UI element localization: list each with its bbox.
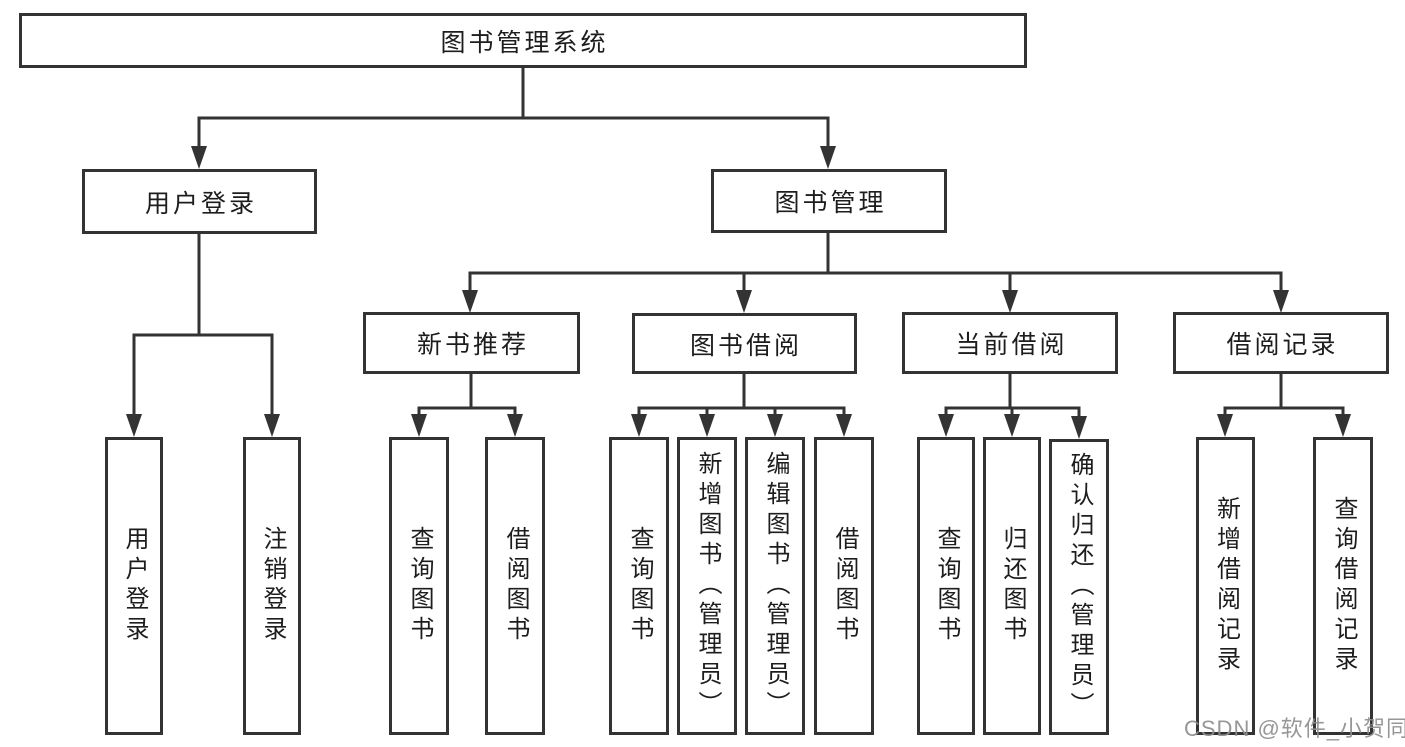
connector-borrow-records-group <box>1217 374 1351 437</box>
node-label: 编辑图书（管理员） <box>762 451 789 721</box>
leaf-user-login: 用户登录 <box>105 437 163 735</box>
leaf-confirm-return-admin: 确认归还（管理员） <box>1049 439 1109 735</box>
leaf-logout: 注销登录 <box>243 437 301 735</box>
node-label: 图书借阅 <box>689 331 802 360</box>
csdn-watermark: CSDN @软件_小贺同学 <box>1184 716 1405 741</box>
node-book-management: 图书管理 <box>711 169 947 233</box>
connector-book-management-to-level3 <box>462 232 1289 313</box>
leaf-query-books-2: 查询图书 <box>609 437 669 735</box>
node-current-borrow: 当前借阅 <box>902 312 1118 374</box>
leaf-borrow-books-2: 借阅图书 <box>814 437 874 735</box>
leaf-borrow-books-1: 借阅图书 <box>485 437 545 735</box>
leaf-edit-books-admin: 编辑图书（管理员） <box>745 437 805 735</box>
node-book-borrow: 图书借阅 <box>632 313 857 374</box>
node-label: 借阅记录 <box>1226 331 1339 359</box>
node-label: 用户登录 <box>121 526 148 646</box>
node-label: 当前借阅 <box>955 331 1068 359</box>
connector-root-to-level2 <box>191 68 836 169</box>
leaf-return-books: 归还图书 <box>983 437 1041 735</box>
node-label: 借阅图书 <box>502 526 529 646</box>
leaf-query-books-3: 查询图书 <box>917 437 975 735</box>
node-label: 查询借阅记录 <box>1330 496 1357 676</box>
node-new-book-recommend: 新书推荐 <box>363 312 580 374</box>
leaf-add-books-admin: 新增图书（管理员） <box>677 437 737 735</box>
node-label: 图书管理 <box>774 189 887 217</box>
connector-new-book-group <box>411 374 523 437</box>
node-root-library-management-system: 图书管理系统 <box>19 13 1027 68</box>
node-label: 用户登录 <box>144 189 257 218</box>
node-label: 新书推荐 <box>416 331 529 359</box>
node-label: 查询图书 <box>406 526 433 646</box>
node-borrow-records: 借阅记录 <box>1173 312 1389 374</box>
node-label: 借阅图书 <box>831 526 858 646</box>
connector-current-borrow-group <box>938 374 1087 439</box>
leaf-query-books-1: 查询图书 <box>389 437 449 735</box>
node-label: 查询图书 <box>626 526 653 646</box>
leaf-add-borrow-record: 新增借阅记录 <box>1196 437 1255 735</box>
connector-book-borrow-group <box>631 374 852 437</box>
node-label: 注销登录 <box>259 526 286 646</box>
connector-user-login-group <box>126 234 280 437</box>
node-user-login: 用户登录 <box>82 169 317 234</box>
node-label: 查询图书 <box>933 526 960 646</box>
node-label: 归还图书 <box>999 526 1026 646</box>
node-label: 确认归还（管理员） <box>1066 452 1093 722</box>
node-label: 图书管理系统 <box>440 28 609 57</box>
leaf-query-borrow-record: 查询借阅记录 <box>1313 437 1373 735</box>
node-label: 新增借阅记录 <box>1212 496 1240 676</box>
node-label: 新增图书（管理员） <box>694 451 721 721</box>
